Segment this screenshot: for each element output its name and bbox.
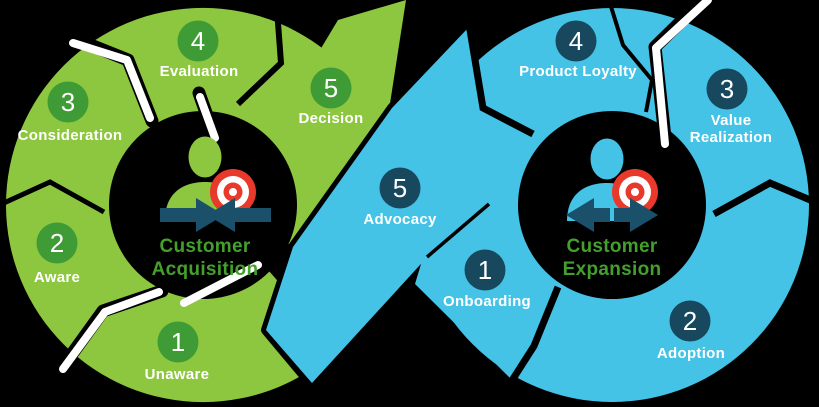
target-bullseye <box>229 188 237 196</box>
acquisition-center-label-line2: Acquisition <box>152 259 259 280</box>
stage-number: 1 <box>171 327 185 357</box>
stage-aware: 2 Aware <box>34 222 80 286</box>
stage-number-badge <box>706 68 748 110</box>
stage-decision: 5 Decision <box>299 67 364 127</box>
target-icon <box>210 169 256 215</box>
stage-label: Aware <box>34 269 80 286</box>
divider-aware-consideration <box>0 179 106 215</box>
arrows-diverging-icon <box>566 198 658 232</box>
stage-consideration: 3 Consideration <box>18 81 123 144</box>
divider-product-loyalty-value-realization <box>606 0 655 113</box>
arrow-left <box>207 198 271 232</box>
stage-label: Product Loyalty <box>519 63 637 80</box>
stage-number-badge <box>379 167 421 209</box>
person-head <box>188 136 222 178</box>
divider-value-realization-adoption <box>712 179 819 218</box>
stage-advocacy: 5 Advocacy <box>363 167 437 228</box>
arrows-converging-icon <box>160 198 271 232</box>
accent-line-bottom-left <box>59 288 163 373</box>
stage-number-badge <box>47 81 89 123</box>
accent-line-top-left <box>69 39 154 122</box>
stage-onboarding: 1 Onboarding <box>443 249 531 310</box>
stage-number-badge <box>464 249 506 291</box>
divider-evaluation-decision <box>235 0 285 107</box>
stage-number: 2 <box>50 228 64 258</box>
divider-advocacy-onboarding <box>425 202 491 259</box>
stage-label: Unaware <box>145 366 210 383</box>
accent-line-top-right <box>652 0 712 148</box>
stage-number-badge <box>310 67 352 109</box>
accent-line-bottom-inner <box>180 261 262 307</box>
arrow-right <box>614 198 658 232</box>
expansion-center: Customer Expansion <box>563 138 662 280</box>
expansion-center-label-line1: Customer <box>566 236 657 257</box>
acquisition-center-label-line1: Customer <box>159 236 250 257</box>
arrow-left <box>566 198 610 232</box>
stage-product-loyalty: 4 Product Loyalty <box>519 20 637 80</box>
target-icon <box>612 169 658 215</box>
stage-label: Decision <box>299 110 364 127</box>
person-head <box>590 138 624 180</box>
stage-label: Advocacy <box>363 211 437 228</box>
onboarding-band <box>415 202 557 380</box>
stage-number: 5 <box>324 73 338 103</box>
stage-evaluation: 4 Evaluation <box>160 20 239 80</box>
stage-label-line1: Value <box>711 112 752 129</box>
divider-adoption-onboarding <box>508 285 562 384</box>
stage-number-badge <box>157 321 199 363</box>
white-accent-lines <box>52 0 713 379</box>
stage-number: 1 <box>478 255 492 285</box>
stage-number: 4 <box>191 26 205 56</box>
stage-value-realization: 3 Value Realization <box>690 68 772 146</box>
stage-unaware: 1 Unaware <box>145 321 210 383</box>
stage-label: Onboarding <box>443 293 531 310</box>
stage-number: 3 <box>720 74 734 104</box>
divider-advocacy-product-loyalty <box>465 23 535 138</box>
stage-adoption: 2 Adoption <box>657 300 725 362</box>
stage-number: 2 <box>683 306 697 336</box>
stage-label-line2: Realization <box>690 129 772 146</box>
stage-number: 4 <box>569 26 583 56</box>
stage-label: Evaluation <box>160 63 239 80</box>
accent-line-left-inner <box>196 93 219 142</box>
acquisition-stages: 1 Unaware 2 Aware 3 Consideration 4 Eval… <box>18 20 364 383</box>
stage-number-badge <box>177 20 219 62</box>
target-bullseye <box>631 188 639 196</box>
expansion-center-label-line2: Expansion <box>563 259 662 280</box>
arrow-right <box>160 198 224 232</box>
acquisition-center: Customer Acquisition <box>152 136 271 280</box>
stage-label: Consideration <box>18 127 123 144</box>
stage-number-badge <box>555 20 597 62</box>
stage-label: Adoption <box>657 345 725 362</box>
stage-number-badge <box>36 222 78 264</box>
stage-number: 3 <box>61 87 75 117</box>
stage-number: 5 <box>393 173 407 203</box>
stage-number-badge <box>669 300 711 342</box>
expansion-stages: 1 Onboarding 2 Adoption 3 Value Realizat… <box>363 20 772 362</box>
